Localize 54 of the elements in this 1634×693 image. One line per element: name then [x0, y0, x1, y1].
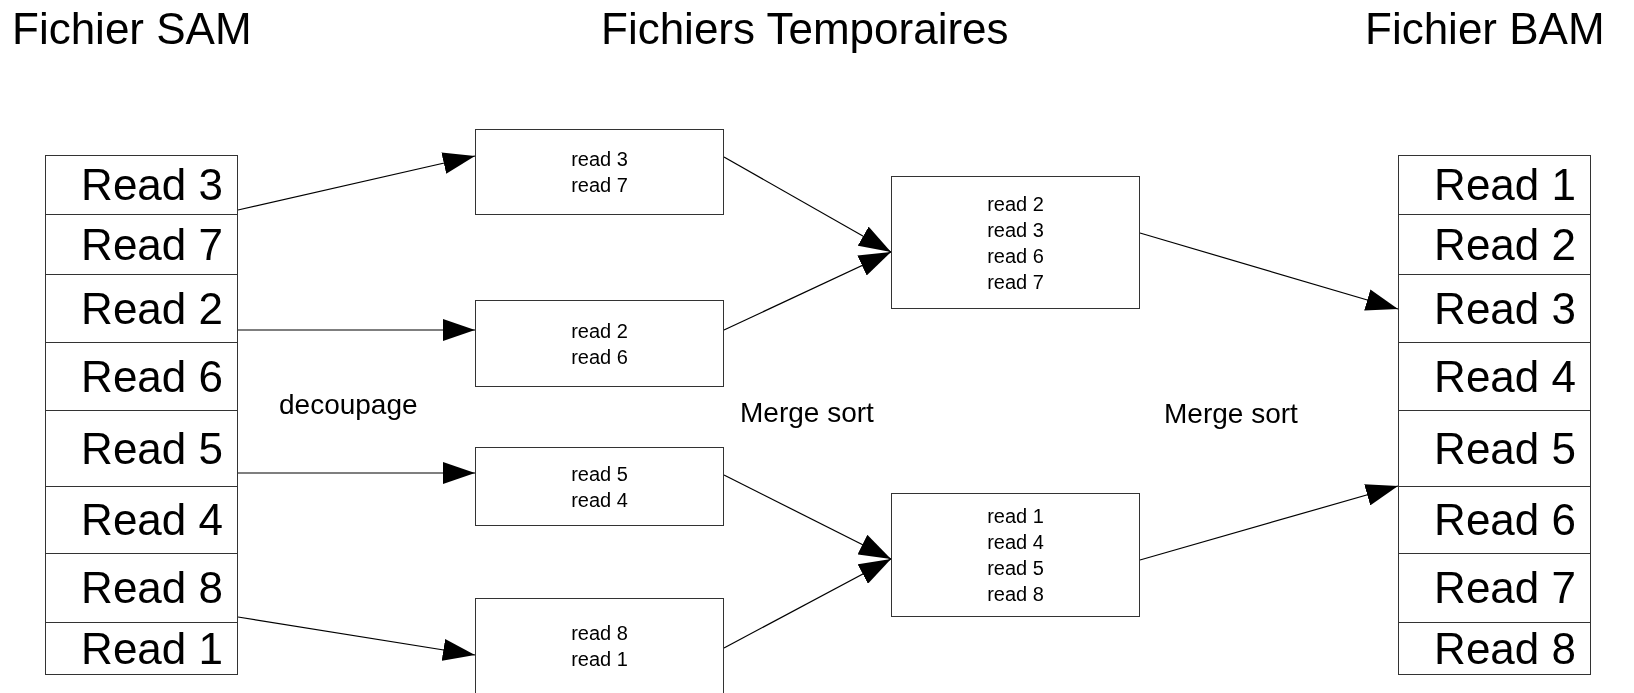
arrow: [723, 251, 892, 331]
column-heading: Fichier BAM: [1365, 4, 1605, 54]
table-row: Read 4: [1398, 342, 1591, 411]
arrow: [723, 558, 892, 649]
box-text: read 7: [987, 269, 1044, 295]
box-text: read 8: [571, 621, 628, 646]
box-text: read 4: [571, 487, 628, 513]
box-text: read 2: [987, 191, 1044, 217]
arrow: [723, 156, 892, 253]
box-text: read 5: [571, 461, 628, 487]
arrow: [1139, 232, 1399, 311]
table-row: Read 6: [1398, 486, 1591, 554]
arrow: [237, 462, 476, 484]
process-box: [475, 598, 724, 693]
step-label: Merge sort: [1164, 398, 1298, 430]
table-row: Read 5: [1398, 410, 1591, 487]
table-row: Read 4: [45, 486, 238, 554]
arrow: [237, 319, 476, 341]
box-text: read 3: [571, 147, 628, 172]
table-row: Read 3: [45, 155, 238, 215]
table-row: Read 1: [45, 622, 238, 675]
box-text: read 1: [571, 647, 628, 672]
box-text: read 7: [571, 173, 628, 198]
table-row: Read 5: [45, 410, 238, 487]
table-row: Read 8: [45, 553, 238, 623]
table-row: Read 7: [45, 214, 238, 275]
box-text: read 8: [987, 582, 1044, 607]
table-row: Read 8: [1398, 622, 1591, 675]
process-box: [475, 300, 724, 387]
box-text: read 6: [987, 243, 1044, 269]
table-row: Read 3: [1398, 274, 1591, 343]
process-box: [891, 493, 1140, 617]
arrow: [1139, 484, 1399, 561]
box-text: read 4: [987, 530, 1044, 555]
arrow: [723, 474, 892, 560]
table-row: Read 2: [45, 274, 238, 343]
box-text: read 2: [571, 318, 628, 344]
column-heading: Fichier SAM: [12, 4, 252, 54]
table-row: Read 7: [1398, 553, 1591, 623]
step-label: decoupage: [279, 389, 418, 421]
box-text: read 3: [987, 217, 1044, 243]
process-box: [891, 176, 1140, 309]
table-row: Read 2: [1398, 214, 1591, 275]
column-heading: Fichiers Temporaires: [601, 4, 1009, 54]
box-text: read 5: [987, 556, 1044, 581]
process-box: [475, 447, 724, 526]
process-box: [475, 129, 724, 215]
box-text: read 6: [571, 344, 628, 370]
step-label: Merge sort: [740, 397, 874, 429]
arrow: [237, 616, 476, 661]
arrow: [237, 152, 476, 211]
box-text: read 1: [987, 504, 1044, 529]
table-row: Read 1: [1398, 155, 1591, 215]
table-row: Read 6: [45, 342, 238, 411]
